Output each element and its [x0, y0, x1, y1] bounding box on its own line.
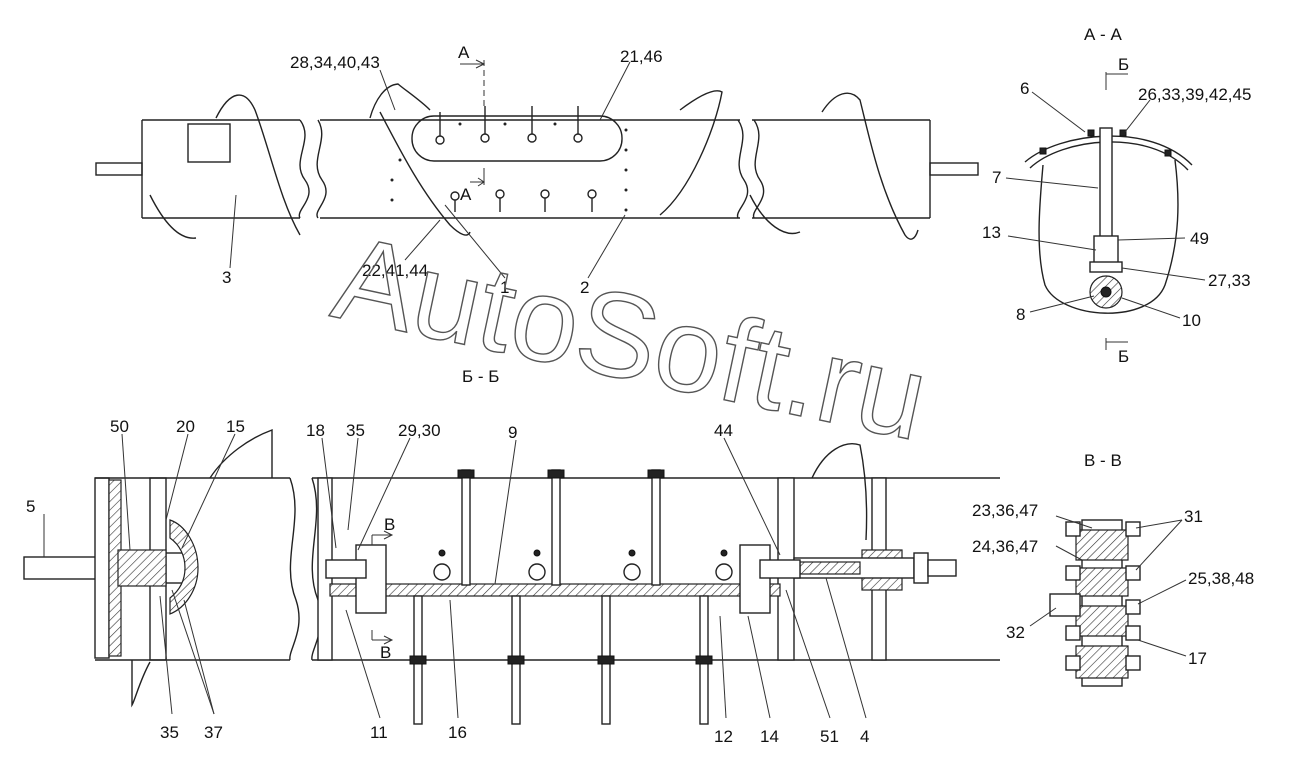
left-shaft-end: [95, 162, 143, 176]
label-20: 20: [176, 417, 195, 436]
label-44: 44: [714, 421, 733, 440]
label-11: 11: [370, 723, 388, 742]
finger-window: [411, 115, 623, 162]
label-51: 51: [820, 727, 839, 746]
bottom-view: В В 50 20 15 18 35 29,30 9: [23, 417, 1000, 746]
label-1: 1: [500, 278, 509, 297]
tube-profile: [1038, 159, 1179, 314]
section-b-bottom: Б: [1118, 347, 1129, 366]
label-4: 4: [860, 727, 869, 746]
top-view: A A 28,34,40,43 21,46 3 22,41,44 1 2: [95, 43, 979, 297]
label-29-30: 29,30: [398, 421, 441, 440]
finger-rod: [1099, 127, 1113, 239]
label-22-41-44: 22,41,44: [362, 261, 428, 280]
label-26-33-39-42-45: 26,33,39,42,45: [1138, 85, 1251, 104]
label-10: 10: [1182, 311, 1201, 330]
label-13: 13: [982, 223, 1001, 242]
right-shaft-end: [929, 162, 979, 176]
flight-left: [215, 94, 301, 236]
label-14: 14: [760, 727, 779, 746]
fingers-bottom: [450, 189, 597, 212]
section-b-b-title: Б - Б: [462, 367, 499, 386]
section-b-top: Б: [1118, 55, 1129, 74]
label-15: 15: [226, 417, 245, 436]
label-35-bottom: 35: [160, 723, 179, 742]
label-37: 37: [204, 723, 223, 742]
fingers-top: [435, 106, 583, 145]
fingers-lower: [409, 595, 713, 725]
section-a-mid: A: [460, 185, 472, 204]
label-21-46: 21,46: [620, 47, 663, 66]
label-50: 50: [110, 417, 129, 436]
label-16: 16: [448, 723, 467, 742]
label-9: 9: [508, 423, 517, 442]
label-31: 31: [1184, 507, 1203, 526]
drive-shaft: [23, 556, 100, 580]
label-6: 6: [1020, 79, 1029, 98]
label-27-33: 27,33: [1208, 271, 1251, 290]
label-49: 49: [1190, 229, 1209, 248]
section-a-a: А - А Б Б 6 26,33,3: [982, 25, 1251, 366]
label-24-36-47: 24,36,47: [972, 537, 1038, 556]
fingers-upper: [457, 469, 665, 586]
section-v-v-title: В - В: [1084, 451, 1122, 470]
label-25-38-48: 25,38,48: [1188, 569, 1254, 588]
section-v-top: В: [384, 515, 395, 534]
label-3: 3: [222, 268, 231, 287]
label-8: 8: [1016, 305, 1025, 324]
label-35-top: 35: [346, 421, 365, 440]
section-a-a-title: А - А: [1084, 25, 1122, 44]
label-17: 17: [1188, 649, 1207, 668]
label-7: 7: [992, 168, 1001, 187]
label-2: 2: [580, 278, 589, 297]
crank-shaft: [329, 583, 781, 597]
label-12: 12: [714, 727, 733, 746]
section-a-top: A: [458, 43, 470, 62]
label-28-34-40-43: 28,34,40,43: [290, 53, 380, 72]
label-5: 5: [26, 497, 35, 516]
section-v-bottom: В: [380, 643, 391, 662]
section-v-v: В - В 23,36,47 31 24,36,47 25,38,48 32 1…: [972, 451, 1254, 687]
label-23-36-47: 23,36,47: [972, 501, 1038, 520]
label-32: 32: [1006, 623, 1025, 642]
inspection-cover: [187, 123, 231, 163]
label-18: 18: [306, 421, 325, 440]
